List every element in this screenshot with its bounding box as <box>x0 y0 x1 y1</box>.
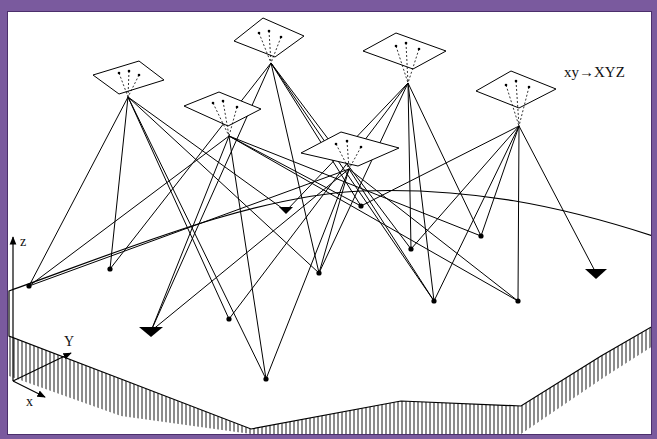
bundle-block-illustration <box>8 12 651 434</box>
axis-label: Y <box>62 334 76 349</box>
transform-note: xy→XYZ <box>562 64 627 81</box>
axis-label: z <box>18 234 28 249</box>
label-layer: xy→XYZ zYx <box>8 12 651 434</box>
slide-panel: xy→XYZ zYx <box>7 11 652 435</box>
axis-label: x <box>24 394 35 409</box>
